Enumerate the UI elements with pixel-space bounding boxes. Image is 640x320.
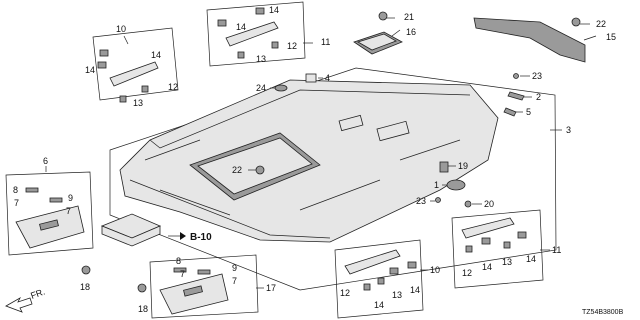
- callout-14: 14: [151, 50, 161, 60]
- callout-3: 3: [566, 125, 571, 135]
- callout-7: 7: [66, 206, 71, 216]
- callout-14: 14: [526, 254, 536, 264]
- grab-handle-10-top: [109, 61, 159, 87]
- callout-17: 17: [266, 283, 276, 293]
- overhead-console-part: [353, 31, 403, 55]
- callout-12: 12: [287, 41, 297, 51]
- sunvisor-group-frame-17: [149, 254, 259, 319]
- callout-20: 20: [484, 199, 494, 209]
- grab-handle-10-bottom: [344, 249, 401, 275]
- callout-14: 14: [269, 5, 279, 15]
- callout-16: 16: [406, 27, 416, 37]
- callout-19: 19: [458, 161, 468, 171]
- clip-22-top: [571, 17, 581, 27]
- callout-12: 12: [168, 82, 178, 92]
- callout-6: 6: [43, 156, 48, 166]
- callout-7: 7: [180, 269, 185, 279]
- callout-4: 4: [325, 73, 330, 83]
- callout-23: 23: [532, 71, 542, 81]
- grab-handle-group-frame-11-top: [206, 1, 306, 67]
- diagram-code: TZ54B3800B: [582, 309, 624, 316]
- callout-14: 14: [85, 65, 95, 75]
- callout-11: 11: [552, 245, 561, 255]
- callout-1: 1: [434, 180, 439, 190]
- callout-18: 18: [80, 282, 90, 292]
- part-19: [439, 161, 449, 173]
- callout-7: 7: [14, 198, 19, 208]
- part-24: [274, 84, 288, 92]
- callout-22: 22: [232, 165, 242, 175]
- callout-14: 14: [236, 22, 246, 32]
- callout-14: 14: [482, 262, 492, 272]
- callout-8: 8: [176, 256, 181, 266]
- callout-24: 24: [256, 83, 266, 93]
- callout-2: 2: [536, 92, 541, 102]
- callout-12: 12: [340, 288, 350, 298]
- grab-handle-group-frame-10: [92, 27, 179, 101]
- headliner-group-frame-3: [109, 67, 557, 291]
- grab-handle-11-top: [225, 21, 279, 47]
- callout-23: 23: [416, 196, 426, 206]
- screw-23-bottom: [435, 197, 441, 203]
- callout-7: 7: [232, 276, 237, 286]
- map-light-assembly: [100, 213, 162, 247]
- callout-5: 5: [526, 107, 531, 117]
- callout-21: 21: [404, 12, 414, 22]
- callout-11: 11: [321, 37, 330, 47]
- grab-handle-group-frame-11-bottom: [451, 209, 544, 289]
- callout-15: 15: [606, 32, 616, 42]
- callout-18: 18: [138, 304, 148, 314]
- callout-13: 13: [502, 257, 512, 267]
- callout-10: 10: [116, 24, 126, 34]
- grab-handle-11-bottom: [461, 217, 515, 239]
- callout-22: 22: [596, 19, 606, 29]
- clip-22-center: [255, 165, 265, 175]
- sub-part-markers: [25, 7, 527, 291]
- grab-handle-group-frame-10-bottom: [334, 239, 424, 319]
- callout-12: 12: [462, 268, 472, 278]
- leader-lines: [45, 17, 597, 289]
- part-2: [507, 91, 525, 101]
- headliner-roof-lining: [119, 79, 499, 243]
- callout-9: 9: [68, 193, 73, 203]
- clip-18-left: [81, 265, 91, 275]
- sunvisor-group-frame-6: [5, 171, 94, 256]
- callout-8: 8: [13, 185, 18, 195]
- callout-10: 10: [430, 265, 440, 275]
- callout-9: 9: [232, 263, 237, 273]
- rear-trim-strip-part: [473, 17, 586, 63]
- part-1: [446, 179, 466, 191]
- reference-b10: B-10: [190, 232, 212, 243]
- callout-14: 14: [410, 285, 420, 295]
- front-label: FR.: [29, 287, 46, 301]
- callout-14: 14: [374, 300, 384, 310]
- callout-13: 13: [392, 290, 402, 300]
- screw-23-top: [513, 73, 519, 79]
- clip-18-bottom: [137, 283, 147, 293]
- callout-13: 13: [256, 54, 266, 64]
- front-direction-arrow: [5, 296, 33, 313]
- reference-arrowhead: [180, 232, 186, 240]
- part-5: [503, 107, 517, 117]
- callout-13: 13: [133, 98, 143, 108]
- part-4: [305, 73, 317, 83]
- fastener-20: [464, 200, 472, 208]
- clip-21: [378, 11, 388, 21]
